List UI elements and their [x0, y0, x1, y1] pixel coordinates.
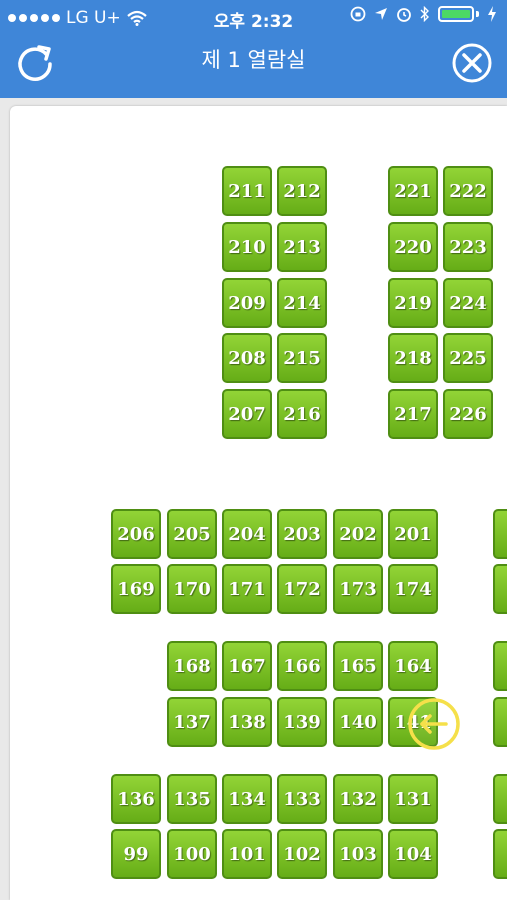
status-left: LG U+: [8, 8, 147, 28]
location-icon: [375, 8, 387, 20]
seat[interactable]: 222: [443, 166, 493, 216]
seat[interactable]: 165: [333, 641, 383, 691]
seat[interactable]: 216: [277, 389, 327, 439]
seat[interactable]: 173: [333, 564, 383, 614]
seat[interactable]: 174: [388, 564, 438, 614]
seat[interactable]: 132: [333, 774, 383, 824]
seat-partial[interactable]: [493, 697, 507, 747]
seat[interactable]: 223: [443, 222, 493, 272]
page-title: 제 1 열람실: [201, 48, 306, 72]
back-button[interactable]: [405, 695, 463, 753]
battery-icon: [438, 6, 474, 22]
seat[interactable]: 221: [388, 166, 438, 216]
seat[interactable]: 104: [388, 829, 438, 879]
refresh-icon: [18, 45, 52, 81]
seat[interactable]: 205: [167, 509, 217, 559]
seat[interactable]: 167: [222, 641, 272, 691]
seat[interactable]: 207: [222, 389, 272, 439]
seat[interactable]: 203: [277, 509, 327, 559]
seat[interactable]: 220: [388, 222, 438, 272]
seat[interactable]: 201: [388, 509, 438, 559]
carrier-label: LG U+: [66, 8, 121, 28]
seat[interactable]: 100: [167, 829, 217, 879]
seat-partial[interactable]: [493, 774, 507, 824]
seat[interactable]: 140: [333, 697, 383, 747]
back-arrow-icon: [408, 698, 460, 750]
seat[interactable]: 131: [388, 774, 438, 824]
battery-tip: [476, 11, 479, 17]
seat[interactable]: 99: [111, 829, 161, 879]
seat[interactable]: 224: [443, 278, 493, 328]
bluetooth-icon: [420, 6, 429, 22]
alarm-icon: [397, 8, 411, 22]
seat[interactable]: 134: [222, 774, 272, 824]
seat[interactable]: 101: [222, 829, 272, 879]
seat-map: 211 212 221 222 210 213 220 223 209 214 …: [10, 106, 507, 900]
seat[interactable]: 212: [277, 166, 327, 216]
seat[interactable]: 169: [111, 564, 161, 614]
seat-partial[interactable]: [493, 509, 507, 559]
seat[interactable]: 208: [222, 333, 272, 383]
seat[interactable]: 166: [277, 641, 327, 691]
seat[interactable]: 102: [277, 829, 327, 879]
seat[interactable]: 172: [277, 564, 327, 614]
seat[interactable]: 214: [277, 278, 327, 328]
seat[interactable]: 210: [222, 222, 272, 272]
seat[interactable]: 138: [222, 697, 272, 747]
seat-partial[interactable]: [493, 829, 507, 879]
seat[interactable]: 211: [222, 166, 272, 216]
seat[interactable]: 215: [277, 333, 327, 383]
seat[interactable]: 135: [167, 774, 217, 824]
seat[interactable]: 217: [388, 389, 438, 439]
header-bar: 제 1 열람실: [0, 36, 507, 98]
seat[interactable]: 209: [222, 278, 272, 328]
seat[interactable]: 213: [277, 222, 327, 272]
signal-strength-icon: [8, 14, 60, 22]
seat[interactable]: 225: [443, 333, 493, 383]
seat[interactable]: 103: [333, 829, 383, 879]
seat[interactable]: 133: [277, 774, 327, 824]
close-circle-icon: [452, 43, 492, 83]
seat[interactable]: 171: [222, 564, 272, 614]
seat[interactable]: 170: [167, 564, 217, 614]
seat[interactable]: 218: [388, 333, 438, 383]
seat[interactable]: 226: [443, 389, 493, 439]
status-right: [350, 6, 497, 22]
wifi-icon: [127, 10, 147, 26]
charging-icon: [488, 6, 496, 22]
refresh-button[interactable]: [12, 40, 58, 86]
status-bar: LG U+ 오후 2:32: [0, 0, 507, 36]
rotation-lock-icon: [350, 6, 366, 22]
seat-partial[interactable]: [493, 641, 507, 691]
seat[interactable]: 139: [277, 697, 327, 747]
seat[interactable]: 219: [388, 278, 438, 328]
close-button[interactable]: [449, 40, 495, 86]
seat[interactable]: 168: [167, 641, 217, 691]
seat[interactable]: 136: [111, 774, 161, 824]
seat[interactable]: 202: [333, 509, 383, 559]
seat[interactable]: 204: [222, 509, 272, 559]
seat[interactable]: 137: [167, 697, 217, 747]
seat[interactable]: 164: [388, 641, 438, 691]
clock: 오후 2:32: [213, 12, 294, 32]
seat-partial[interactable]: [493, 564, 507, 614]
seat[interactable]: 206: [111, 509, 161, 559]
